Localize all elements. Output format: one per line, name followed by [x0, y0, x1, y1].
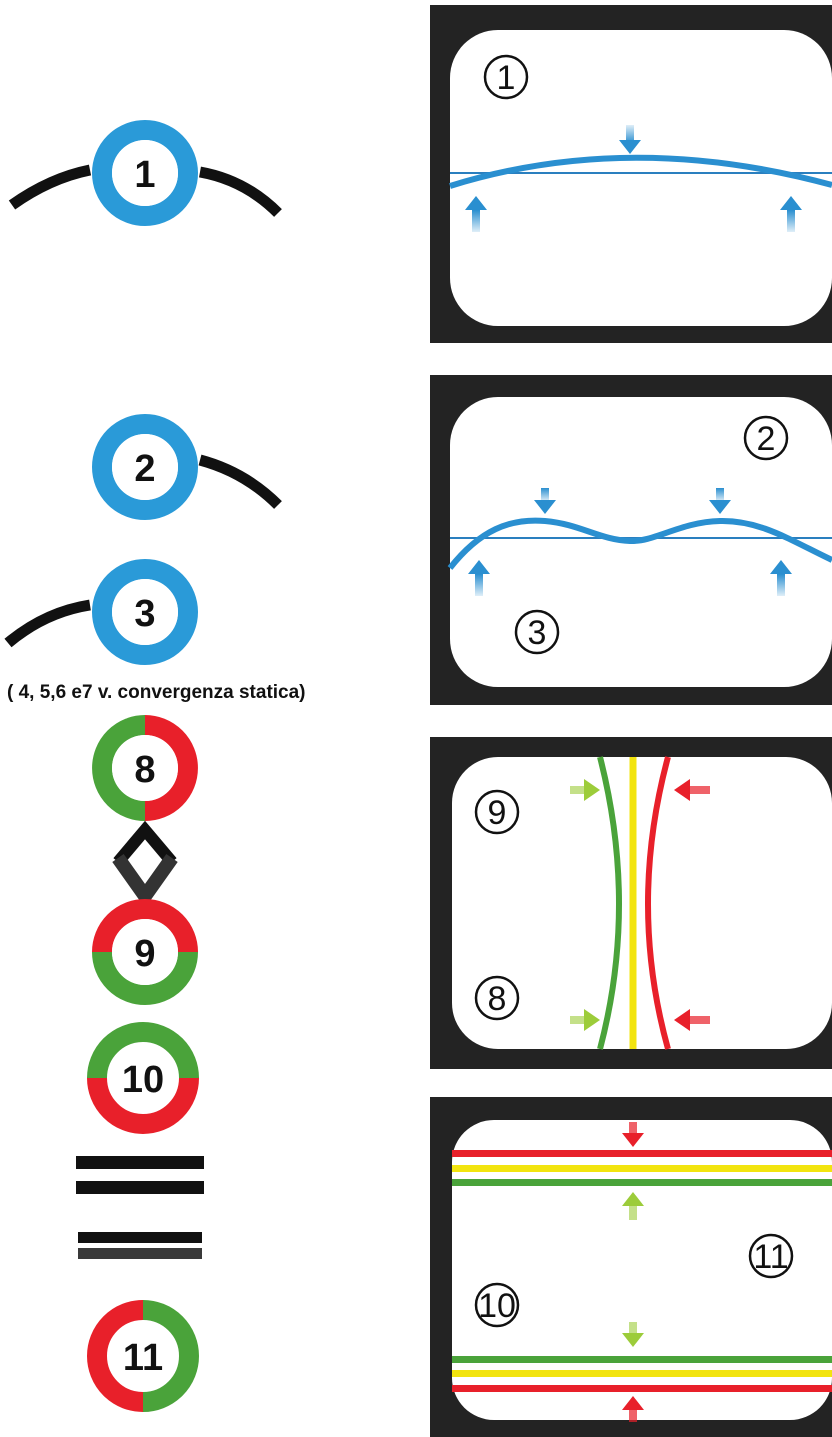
red-horizontal-line: [452, 1385, 832, 1392]
screen-2-label-circle: [514, 609, 560, 655]
arrow-up-icon: [622, 1396, 644, 1422]
knob-2[interactable]: [92, 414, 198, 520]
arrow-up-icon: [780, 196, 802, 232]
screen-1: 1: [430, 5, 832, 343]
screen-2-label-bottom: 3: [528, 614, 547, 652]
knob-9-label: 9: [134, 933, 155, 975]
green-horizontal-line: [452, 1179, 832, 1186]
knob-8-group: 8: [92, 715, 198, 821]
screen-1-label: 1: [497, 59, 516, 97]
arrow-down-icon: [622, 1122, 644, 1147]
arrow-left-icon: [674, 1009, 710, 1031]
arc-left: [8, 164, 92, 210]
knob-11-label: 11: [123, 1337, 163, 1379]
knob-11-ring-green: [142, 1300, 199, 1412]
screen-3-label-circle: [474, 975, 520, 1021]
yellow-horizontal-line: [452, 1370, 832, 1377]
wavy-line: [447, 517, 832, 570]
screen-1-label-circle: [483, 54, 529, 100]
arrow-down-icon: [534, 488, 556, 514]
yellow-horizontal-line: [452, 1165, 832, 1172]
arrow-up-icon: [468, 560, 490, 596]
arrow-left-icon: [674, 779, 710, 801]
parallel-bars-wide: [76, 1156, 204, 1169]
screen-2-label-top: 2: [757, 420, 776, 458]
screen-2: 2 3: [430, 375, 832, 705]
parallel-bars-narrow: [78, 1248, 202, 1259]
screen-display: [452, 1120, 832, 1420]
arrow-up-icon: [622, 1192, 644, 1220]
red-vertical-line: [645, 756, 671, 1050]
knob-11-group: 11: [87, 1300, 199, 1412]
knob-3[interactable]: [92, 559, 198, 665]
knob-8-ring-red: [144, 715, 198, 821]
knob-9-ring-green: [92, 951, 198, 1005]
arrow-up-icon: [770, 560, 792, 596]
screen-4: 11 10: [430, 1097, 832, 1437]
arc-right: [198, 454, 282, 509]
screen-4-label-circle: [474, 1282, 520, 1328]
knob-2-label: 2: [134, 448, 155, 490]
knob-10-label: 10: [122, 1059, 164, 1101]
screen-4-label-top: 11: [753, 1238, 788, 1276]
screen-display: [450, 30, 832, 326]
screen-display: [452, 757, 832, 1049]
arrow-down-icon: [622, 1322, 644, 1347]
bowed-line: [449, 154, 832, 189]
green-vertical-line: [597, 756, 622, 1050]
knob-8-ring-green: [92, 715, 146, 821]
screen-3-label-top: 9: [488, 794, 507, 832]
green-horizontal-line: [452, 1356, 832, 1363]
knob-8-label: 8: [134, 749, 155, 791]
knob-10-group: 10: [87, 1022, 199, 1134]
screen-3: 9 8: [430, 737, 832, 1069]
arrow-down-icon: [619, 125, 641, 154]
arc-right: [198, 166, 282, 217]
knob-9-ring-red: [92, 899, 198, 953]
chevron-down-icon: [112, 853, 178, 909]
screen-3-label-bottom: 8: [488, 980, 507, 1018]
knob-1-group: 1: [8, 120, 282, 226]
screen-4-label-circle: [748, 1233, 794, 1279]
knob-3-label: 3: [134, 593, 155, 635]
knob-2-group: 2: [92, 414, 282, 520]
knob-1-label: 1: [134, 154, 155, 196]
knob-1[interactable]: [92, 120, 198, 226]
knob-10-ring-green: [87, 1022, 199, 1079]
knob-10-ring-red: [87, 1077, 199, 1134]
parallel-bars-narrow: [78, 1232, 202, 1243]
arrow-down-icon: [709, 488, 731, 514]
parallel-bars-wide: [76, 1181, 204, 1194]
static-convergence-note: ( 4, 5,6 e7 v. convergenza statica): [7, 682, 306, 703]
knob-11-ring-red: [87, 1300, 144, 1412]
red-horizontal-line: [452, 1150, 832, 1157]
knob-9-group: 9: [92, 899, 198, 1005]
arrow-up-icon: [465, 196, 487, 232]
arc-left: [4, 599, 91, 648]
arrow-right-icon: [570, 1009, 600, 1031]
chevron-up-icon: [113, 820, 177, 866]
arrow-right-icon: [570, 779, 600, 801]
screen-3-label-circle: [474, 789, 520, 835]
screen-2-label-circle: [743, 415, 789, 461]
screen-4-label-bottom: 10: [478, 1287, 516, 1325]
knob-3-group: 3: [4, 559, 198, 665]
